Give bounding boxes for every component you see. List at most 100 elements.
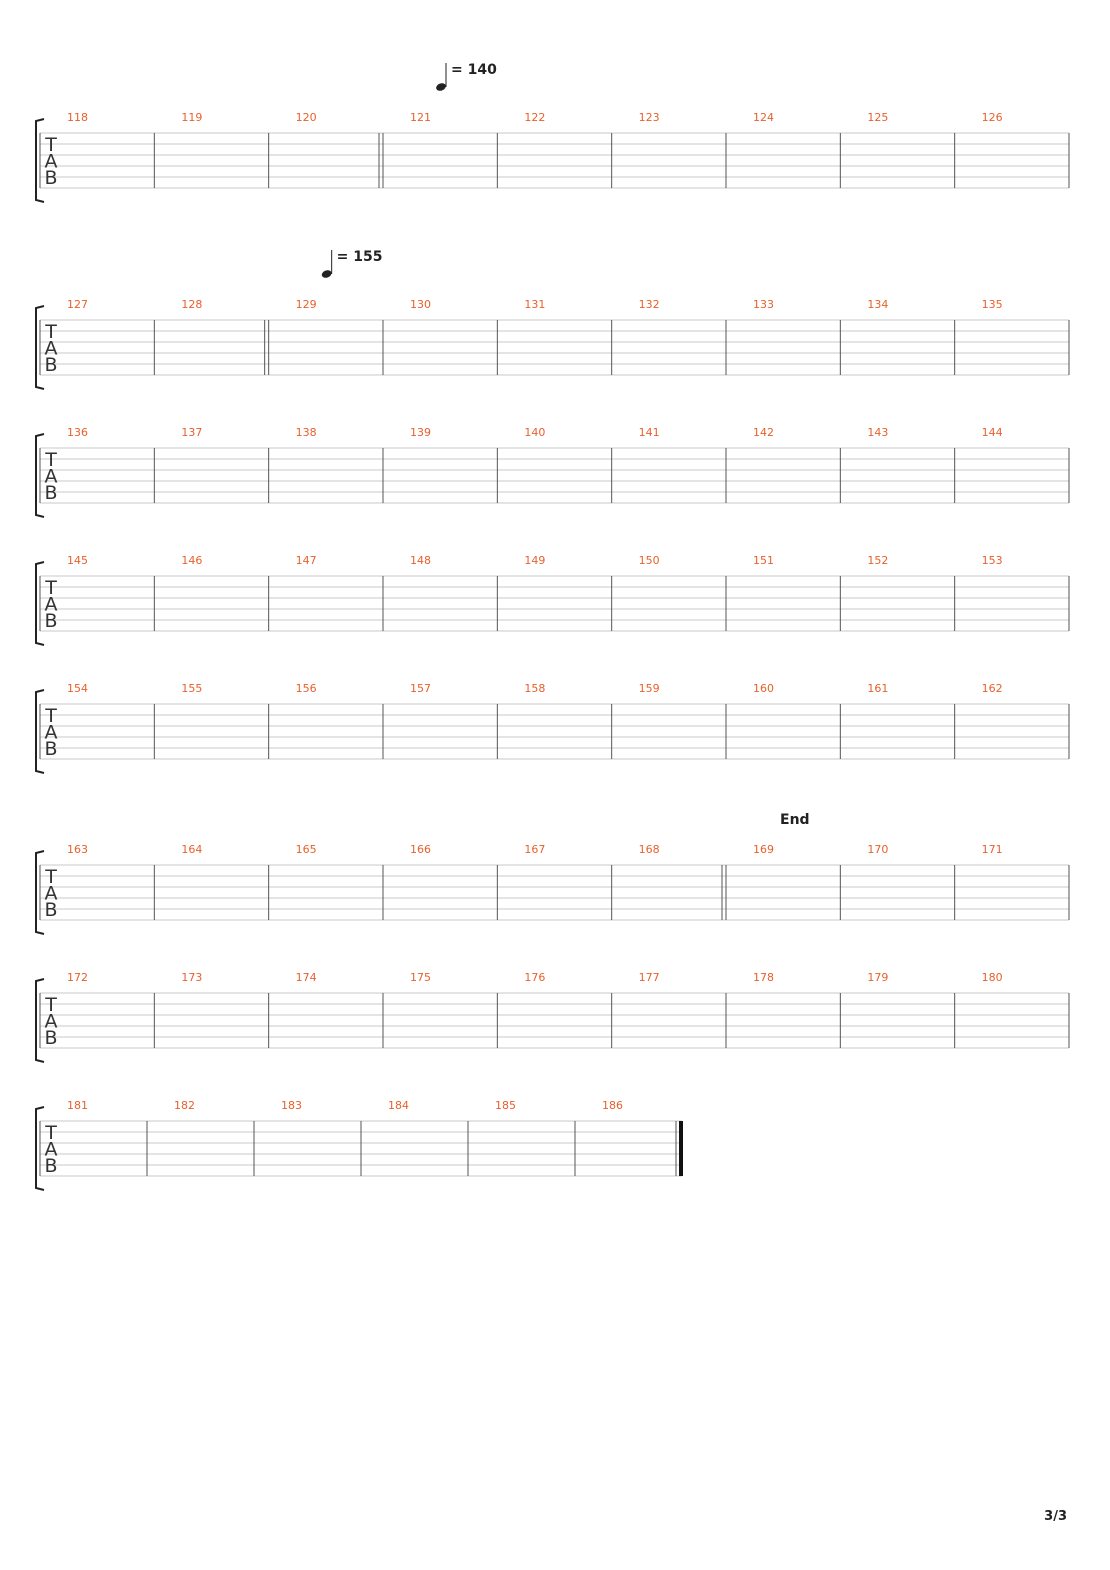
tab-clef-letter: A <box>45 722 58 744</box>
measure-number: 150 <box>639 554 660 567</box>
measure-number: 142 <box>753 426 774 439</box>
measure-number: 123 <box>639 111 660 124</box>
system-bracket <box>35 561 45 646</box>
measure-number: 130 <box>410 298 431 311</box>
system-bracket <box>35 978 45 1063</box>
tab-clef-letter: B <box>44 899 57 921</box>
system-bracket <box>35 689 45 774</box>
measure-number: 153 <box>982 554 1003 567</box>
measure-number: 141 <box>639 426 660 439</box>
measure-number: 161 <box>867 682 888 695</box>
tab-clef-letter: B <box>44 354 57 376</box>
tab-clef-letter: T <box>44 134 57 156</box>
measure-number: 144 <box>982 426 1003 439</box>
measure-number: 127 <box>67 298 88 311</box>
tab-clef-letter: A <box>45 1011 58 1033</box>
measure-number: 120 <box>296 111 317 124</box>
measure-number: 170 <box>867 843 888 856</box>
measure-number: 183 <box>281 1099 302 1112</box>
measure-number: 118 <box>67 111 88 124</box>
measure-number: 159 <box>639 682 660 695</box>
measure-number: 134 <box>867 298 888 311</box>
measure-number: 149 <box>524 554 545 567</box>
measure-number: 145 <box>67 554 88 567</box>
measure-number: 146 <box>181 554 202 567</box>
measure-number: 174 <box>296 971 317 984</box>
measure-number: 122 <box>524 111 545 124</box>
section-marker: End <box>780 812 810 828</box>
tab-clef-letter: B <box>44 738 57 760</box>
measure-number: 131 <box>524 298 545 311</box>
tab-clef-letter: T <box>44 705 57 727</box>
measure-number: 139 <box>410 426 431 439</box>
measure-number: 157 <box>410 682 431 695</box>
tab-clef-letter: A <box>45 338 58 360</box>
measure-number: 163 <box>67 843 88 856</box>
measure-number: 179 <box>867 971 888 984</box>
measure-number: 169 <box>753 843 774 856</box>
measure-number: 129 <box>296 298 317 311</box>
tab-clef-letter: B <box>44 1155 57 1177</box>
tab-clef-letter: A <box>45 594 58 616</box>
system-bracket <box>35 433 45 518</box>
measure-number: 152 <box>867 554 888 567</box>
measure-number: 136 <box>67 426 88 439</box>
measure-number: 156 <box>296 682 317 695</box>
system-bracket <box>35 1106 45 1191</box>
measure-number: 121 <box>410 111 431 124</box>
measure-number: 176 <box>524 971 545 984</box>
measure-number: 175 <box>410 971 431 984</box>
tab-clef-letter: T <box>44 449 57 471</box>
system-bracket <box>35 305 45 390</box>
measure-number: 151 <box>753 554 774 567</box>
measure-number: 135 <box>982 298 1003 311</box>
measure-number: 182 <box>174 1099 195 1112</box>
measure-number: 165 <box>296 843 317 856</box>
tab-clef-letter: A <box>45 1139 58 1161</box>
measure-number: 137 <box>181 426 202 439</box>
measure-number: 126 <box>982 111 1003 124</box>
measure-number: 162 <box>982 682 1003 695</box>
measure-number: 172 <box>67 971 88 984</box>
measure-number: 164 <box>181 843 202 856</box>
measure-number: 140 <box>524 426 545 439</box>
measure-number: 178 <box>753 971 774 984</box>
measure-number: 186 <box>602 1099 623 1112</box>
measure-number: 166 <box>410 843 431 856</box>
measure-number: 155 <box>181 682 202 695</box>
tab-clef-letter: A <box>45 151 58 173</box>
tab-clef-letter: T <box>44 577 57 599</box>
measure-number: 125 <box>867 111 888 124</box>
tab-clef-letter: T <box>44 994 57 1016</box>
measure-number: 184 <box>388 1099 409 1112</box>
measure-number: 143 <box>867 426 888 439</box>
tab-clef-letter: T <box>44 1122 57 1144</box>
measure-number: 138 <box>296 426 317 439</box>
tempo-marking: = 155 <box>337 249 383 265</box>
measure-number: 132 <box>639 298 660 311</box>
measure-number: 177 <box>639 971 660 984</box>
measure-number: 128 <box>181 298 202 311</box>
measure-number: 133 <box>753 298 774 311</box>
tempo-marking: = 140 <box>451 62 497 78</box>
quarter-note-icon <box>321 270 332 278</box>
tab-clef-letter: B <box>44 1027 57 1049</box>
quarter-note-icon <box>436 83 446 91</box>
measure-number: 171 <box>982 843 1003 856</box>
measure-number: 160 <box>753 682 774 695</box>
measure-number: 173 <box>181 971 202 984</box>
measure-number: 119 <box>181 111 202 124</box>
tab-clef-letter: B <box>44 610 57 632</box>
system-bracket <box>35 850 45 935</box>
tab-clef-letter: A <box>45 466 58 488</box>
tab-clef-letter: T <box>44 866 57 888</box>
measure-number: 168 <box>639 843 660 856</box>
measure-number: 147 <box>296 554 317 567</box>
tab-clef-letter: B <box>44 167 57 189</box>
tab-clef-letter: A <box>45 883 58 905</box>
measure-number: 181 <box>67 1099 88 1112</box>
measure-number: 167 <box>524 843 545 856</box>
measure-number: 180 <box>982 971 1003 984</box>
measure-number: 124 <box>753 111 774 124</box>
